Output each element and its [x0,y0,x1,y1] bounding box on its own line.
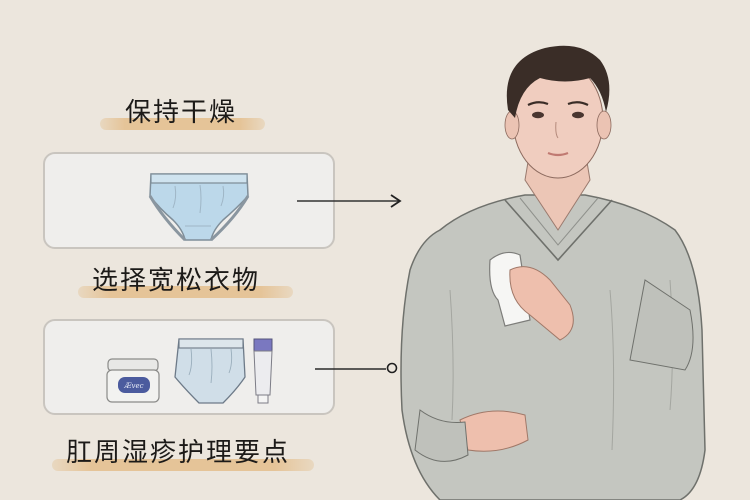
briefs-icon [148,173,250,242]
heading-perianal-eczema-care: 肛周湿疹护理要点 [66,438,291,468]
arrow-to-figure [297,194,402,208]
heading-loose-clothing: 选择宽松衣物 [92,266,261,296]
man-illustration [400,45,706,500]
heading-keep-dry: 保持干燥 [125,98,238,128]
card-keep-dry [43,152,335,249]
cream-jar-label: Ævec [123,382,143,390]
heading-highlight-1 [100,118,265,130]
pointer-to-figure [315,362,398,374]
card-loose-clothing: Ævec [43,319,335,415]
cream-jar-icon: Ævec [106,358,160,403]
loose-underwear-icon [174,338,246,404]
heading-highlight-2 [78,286,293,298]
ointment-tube-icon [253,338,273,404]
heading-highlight-3 [52,459,314,471]
